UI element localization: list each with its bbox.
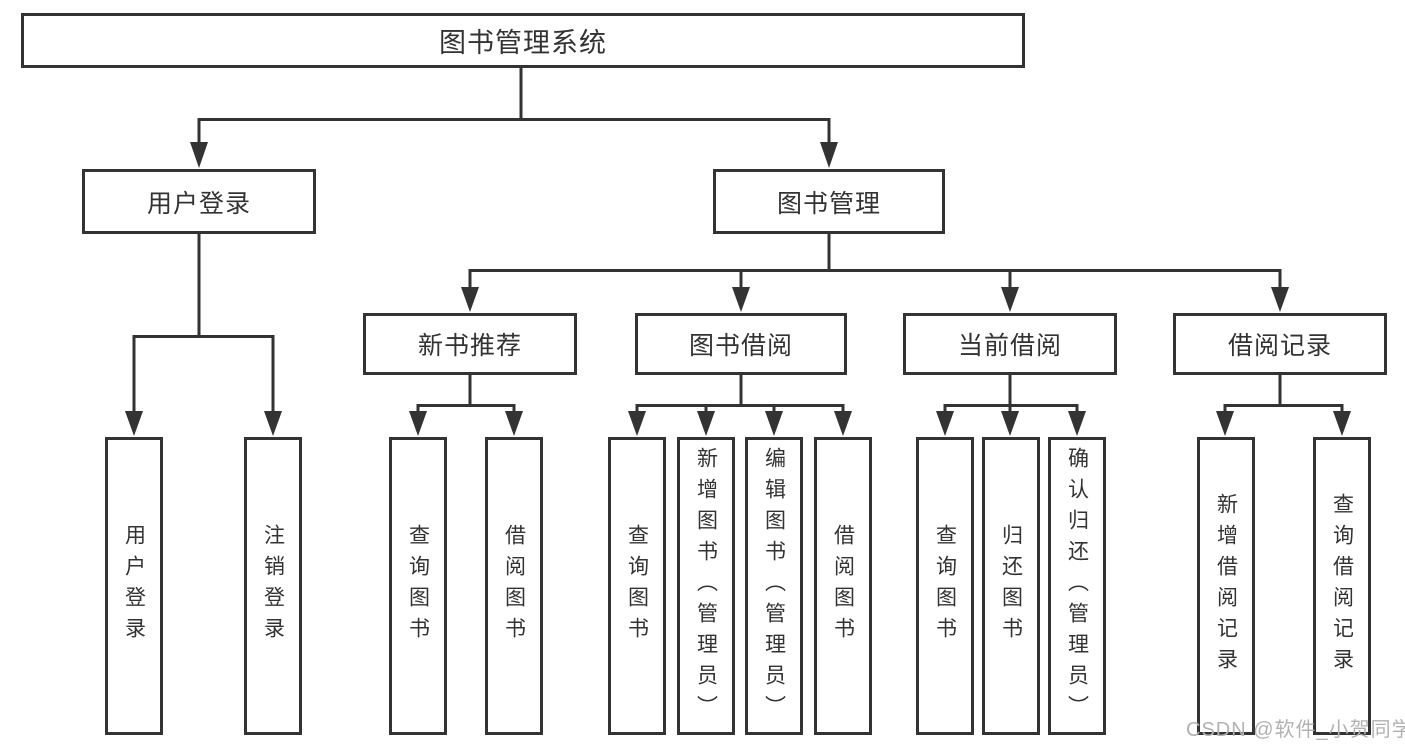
leaf-borrow-books-label: 借阅图书 [831, 524, 855, 648]
node-user-login: 用户登录 [82, 169, 316, 234]
leaf-query-books-current: 查询图书 [916, 437, 974, 735]
node-new-book-recommend: 新书推荐 [363, 313, 577, 375]
leaf-edit-book-admin-label: 编辑图书（管理员） [762, 446, 786, 726]
connector-paths [132, 67, 1344, 413]
leaf-borrow-books-recommend-label: 借阅图书 [502, 524, 526, 648]
leaf-logout: 注销登录 [244, 437, 302, 735]
arrow-down-icon [732, 287, 750, 312]
node-root: 图书管理系统 [21, 13, 1025, 68]
arrow-down-icon [936, 411, 954, 436]
arrow-down-icon [1001, 411, 1019, 436]
arrowheads [125, 142, 1351, 436]
node-user-login-label: 用户登录 [146, 189, 251, 218]
arrow-down-icon [461, 287, 479, 312]
leaf-add-borrow-record: 新增借阅记录 [1197, 437, 1255, 735]
leaf-borrow-books: 借阅图书 [814, 437, 872, 735]
connector-user-login-bus [132, 335, 275, 413]
leaf-edit-book-admin: 编辑图书（管理员） [745, 437, 803, 735]
connector-current-borrow-bus [943, 404, 1079, 413]
leaf-add-book-admin-label: 新增图书（管理员） [694, 446, 718, 726]
node-book-borrow: 图书借阅 [635, 313, 847, 375]
arrow-down-icon [834, 411, 852, 436]
connector-level2-bus [468, 269, 1282, 289]
leaf-query-books-borrow-label: 查询图书 [625, 524, 649, 648]
arrow-down-icon [1068, 411, 1086, 436]
arrow-down-icon [264, 411, 282, 436]
leaf-return-book: 归还图书 [982, 437, 1040, 735]
arrow-down-icon [1271, 287, 1289, 312]
node-book-management-label: 图书管理 [776, 189, 881, 218]
leaf-query-books-recommend-label: 查询图书 [406, 524, 430, 648]
connector-book-borrow-bus [635, 404, 845, 413]
node-root-label: 图书管理系统 [439, 28, 607, 58]
leaf-query-books-current-label: 查询图书 [933, 524, 957, 648]
arrow-down-icon [190, 142, 208, 168]
arrow-down-icon [1001, 287, 1019, 312]
connector-new-book-bus [416, 404, 516, 413]
arrow-down-icon [125, 411, 143, 436]
arrow-down-icon [697, 411, 715, 436]
arrow-down-icon [628, 411, 646, 436]
node-borrow-records: 借阅记录 [1173, 313, 1387, 375]
leaf-confirm-return-admin-label: 确认归还（管理员） [1065, 446, 1089, 726]
node-current-borrow-label: 当前借阅 [957, 332, 1062, 360]
node-book-management: 图书管理 [713, 169, 945, 234]
leaf-user-login: 用户登录 [105, 437, 163, 735]
leaf-add-borrow-record-label: 新增借阅记录 [1214, 493, 1238, 679]
arrow-down-icon [505, 411, 523, 436]
leaf-query-borrow-record-label: 查询借阅记录 [1330, 493, 1354, 679]
leaf-user-login-label: 用户登录 [122, 524, 146, 648]
arrow-down-icon [409, 411, 427, 436]
leaf-logout-label: 注销登录 [261, 524, 285, 648]
csdn-watermark: CSDN @软件_小贺同学 [1186, 719, 1405, 741]
arrow-down-icon [1216, 411, 1234, 436]
node-current-borrow: 当前借阅 [903, 313, 1117, 375]
node-new-book-recommend-label: 新书推荐 [417, 332, 522, 360]
leaf-return-book-label: 归还图书 [999, 524, 1023, 648]
leaf-query-borrow-record: 查询借阅记录 [1313, 437, 1371, 735]
connector-borrow-records-bus [1223, 404, 1344, 413]
node-book-borrow-label: 图书借阅 [688, 332, 793, 360]
arrow-down-icon [765, 411, 783, 436]
arrow-down-icon [1333, 411, 1351, 436]
connector-level1-bus [197, 118, 831, 145]
leaf-add-book-admin: 新增图书（管理员） [677, 437, 735, 735]
leaf-query-books-recommend: 查询图书 [389, 437, 447, 735]
leaf-query-books-borrow: 查询图书 [608, 437, 666, 735]
leaf-borrow-books-recommend: 借阅图书 [485, 437, 543, 735]
arrow-down-icon [820, 142, 838, 168]
node-borrow-records-label: 借阅记录 [1227, 332, 1332, 360]
leaf-confirm-return-admin: 确认归还（管理员） [1048, 437, 1106, 735]
